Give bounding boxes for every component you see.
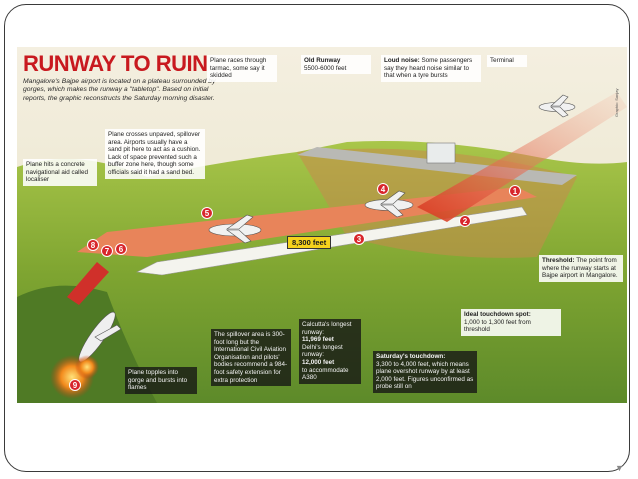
marker-8: 8 bbox=[87, 239, 99, 251]
marker-5: 5 bbox=[201, 207, 213, 219]
note-saturday-title: Saturday's touchdown: bbox=[376, 353, 446, 360]
marker-3: 3 bbox=[353, 233, 365, 245]
note-old-runway-title: Old Runway bbox=[304, 57, 341, 64]
note-loud-noise-body: Some passengers say they heard noise sim… bbox=[384, 57, 473, 80]
plane-approach bbox=[538, 94, 576, 118]
note-loud-noise: Loud noise: Some passengers say they hea… bbox=[381, 55, 481, 82]
note-longest-runways: Calcutta's longest runway: 11,969 feet D… bbox=[299, 319, 361, 384]
delhi-label: Delhi's longest runway: bbox=[302, 343, 343, 359]
note-plane-races: Plane races through tarmac, some say it … bbox=[207, 55, 277, 82]
approach-path bbox=[417, 92, 627, 222]
marker-2: 2 bbox=[459, 215, 471, 227]
terminal-building bbox=[426, 142, 456, 164]
graphic-credit: Graphic: Sanjay bbox=[614, 88, 619, 117]
plane-1 bbox=[208, 214, 262, 244]
marker-6: 6 bbox=[115, 243, 127, 255]
note-loud-noise-title: Loud noise: bbox=[384, 57, 420, 64]
note-ideal-body: 1,000 to 1,300 feet from threshold bbox=[464, 318, 531, 334]
note-saturday-body: 3,300 to 4,000 feet, which means plane o… bbox=[376, 360, 474, 391]
marker-7: 7 bbox=[101, 245, 113, 257]
calcutta-label: Calcutta's longest runway: bbox=[302, 321, 352, 336]
runway-white-strip bbox=[135, 206, 528, 276]
infographic: RUNWAY TO RUIN Mangalore's Bajpe airport… bbox=[17, 47, 627, 403]
crash-arrow bbox=[67, 262, 109, 305]
terrain-illustration bbox=[17, 47, 627, 403]
note-old-runway-body: 5500-6000 feet bbox=[304, 64, 347, 72]
note-ideal-touchdown: Ideal touchdown spot: 1,000 to 1,300 fee… bbox=[461, 309, 561, 336]
note-saturday-touchdown: Saturday's touchdown: 3,300 to 4,000 fee… bbox=[373, 351, 477, 393]
note-plane-crosses: Plane crosses unpaved, spillover area. A… bbox=[105, 129, 205, 179]
delhi-note: to accommodate A380 bbox=[302, 366, 349, 382]
runway-length-label: 8,300 feet bbox=[287, 236, 332, 249]
marker-4: 4 bbox=[377, 183, 389, 195]
note-plane-topples: Plane topples into gorge and bursts into… bbox=[125, 367, 197, 394]
note-ideal-title: Ideal touchdown spot: bbox=[464, 311, 531, 318]
calcutta-value: 11,969 feet bbox=[302, 336, 334, 344]
note-old-runway: Old Runway 5500-6000 feet bbox=[301, 55, 371, 75]
note-threshold-title: Threshold: bbox=[542, 257, 575, 264]
note-terminal: Terminal bbox=[487, 55, 527, 67]
delhi-value: 12,000 feet bbox=[302, 358, 335, 366]
marker-9: 9 bbox=[69, 379, 81, 391]
marker-1: 1 bbox=[509, 185, 521, 197]
note-threshold: Threshold: The point from where the runw… bbox=[539, 255, 623, 282]
note-plane-hits: Plane hits a concrete navigational aid c… bbox=[23, 159, 97, 186]
plane-2 bbox=[364, 190, 414, 218]
slide-corner-mark: ▼ bbox=[615, 463, 624, 473]
slide-frame: RUNWAY TO RUIN Mangalore's Bajpe airport… bbox=[4, 4, 630, 473]
fire-burst-small bbox=[75, 355, 99, 379]
note-threshold-body: The point from where the runway starts a… bbox=[542, 257, 618, 280]
intro-text: Mangalore's Bajpe airport is located on … bbox=[23, 78, 216, 102]
page-title: RUNWAY TO RUIN bbox=[23, 51, 208, 76]
note-spillover: The spillover area is 300-foot long but … bbox=[211, 329, 291, 387]
